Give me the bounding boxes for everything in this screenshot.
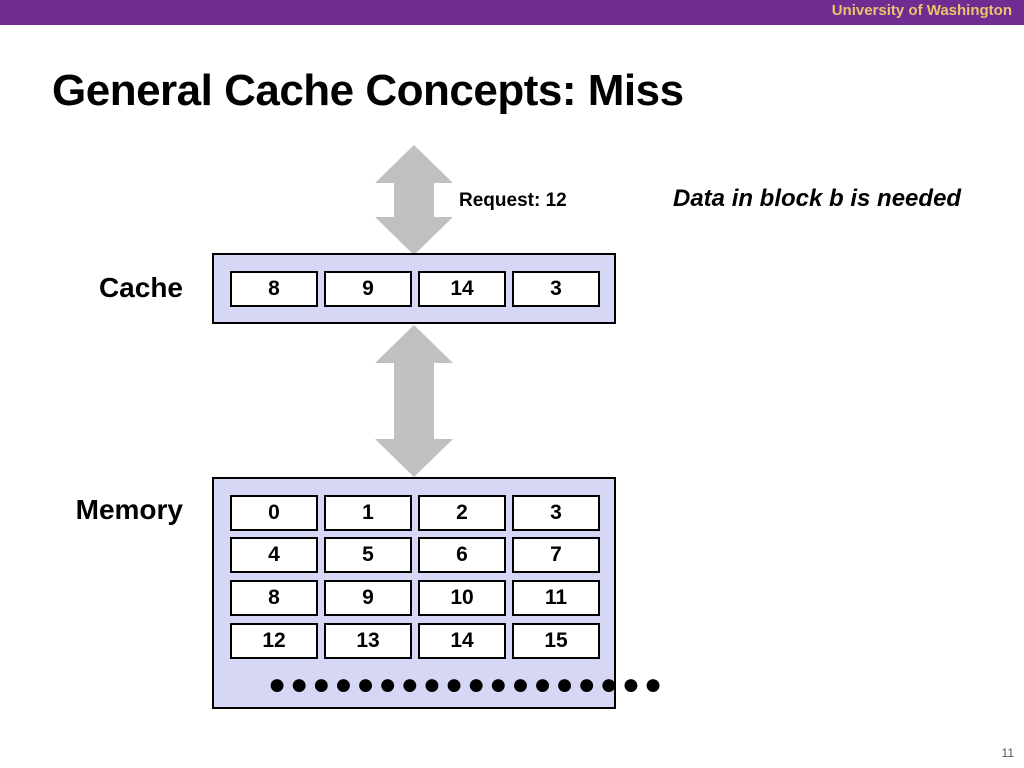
cache-panel: 8 9 14 3 — [212, 253, 616, 324]
request-label: Request: 12 — [459, 190, 567, 211]
memory-block: 8 — [230, 580, 318, 616]
memory-block: 15 — [512, 623, 600, 659]
memory-block: 13 — [324, 623, 412, 659]
org-name: University of Washington — [831, 2, 1012, 19]
memory-block: 2 — [418, 495, 506, 531]
memory-block: 3 — [512, 495, 600, 531]
header-bar: University of Washington — [0, 0, 1024, 25]
slide-number: 11 — [1001, 746, 1014, 760]
request-arrow-icon — [375, 145, 453, 255]
cache-block: 3 — [512, 271, 600, 307]
ellipsis-dots-icon: ●●●●●●●●●●●●●●●●●● — [268, 668, 667, 701]
transfer-arrow-icon — [375, 325, 453, 477]
cache-block: 8 — [230, 271, 318, 307]
memory-block: 6 — [418, 537, 506, 573]
memory-block: 7 — [512, 537, 600, 573]
memory-block: 9 — [324, 580, 412, 616]
memory-block: 10 — [418, 580, 506, 616]
memory-label: Memory — [75, 494, 183, 525]
memory-block: 0 — [230, 495, 318, 531]
slide-title: General Cache Concepts: Miss — [52, 66, 684, 115]
memory-block: 4 — [230, 537, 318, 573]
memory-block: 12 — [230, 623, 318, 659]
memory-panel: 0 1 2 3 4 5 6 7 8 9 10 11 12 13 14 15 — [212, 477, 616, 709]
memory-block: 1 — [324, 495, 412, 531]
memory-block: 11 — [512, 580, 600, 616]
cache-block: 9 — [324, 271, 412, 307]
memory-block: 14 — [418, 623, 506, 659]
cache-label: Cache — [98, 272, 183, 303]
cache-block: 14 — [418, 271, 506, 307]
memory-block: 5 — [324, 537, 412, 573]
miss-note: Data in block b is needed — [673, 185, 962, 212]
